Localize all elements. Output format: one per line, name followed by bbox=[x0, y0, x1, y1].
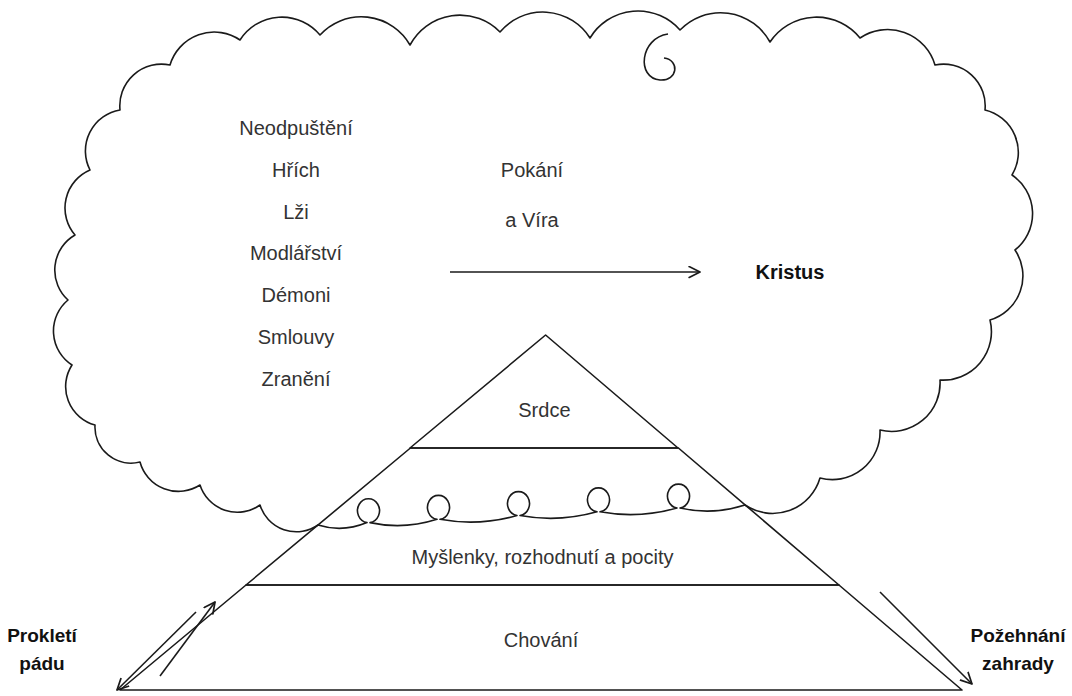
band-outline bbox=[410, 335, 678, 448]
curse-arrow-down bbox=[117, 612, 196, 690]
cloud-item: Modlářství bbox=[250, 241, 342, 265]
cloud-item: Zranění bbox=[262, 367, 331, 391]
side-label: Prokletí pádu bbox=[0, 622, 84, 678]
band-outline bbox=[410, 335, 678, 448]
cloud-item: Démoni bbox=[262, 283, 331, 307]
pyramid-band: Chování bbox=[120, 585, 962, 690]
cloud-item: Neodpuštění bbox=[239, 116, 352, 140]
cloud-item: Lži bbox=[283, 200, 309, 224]
repentance-arrow bbox=[450, 271, 700, 273]
cloud-outline bbox=[0, 0, 1072, 600]
pyramid-band: Myšlenky, rozhodnutí a pocity bbox=[246, 448, 839, 585]
band-label: Myšlenky, rozhodnutí a pocity bbox=[411, 545, 673, 569]
band-label: Srdce bbox=[518, 398, 570, 422]
band-outline bbox=[120, 585, 962, 690]
goal-label: Kristus bbox=[756, 260, 825, 284]
band-outline bbox=[246, 448, 839, 585]
side-label: Požehnání zahrady bbox=[966, 622, 1070, 678]
cloud-region: NeodpuštěníHříchLžiModlářstvíDémoniSmlou… bbox=[0, 0, 1072, 600]
cloud-item: Smlouvy bbox=[258, 325, 335, 349]
cloud-outline bbox=[53, 11, 1032, 532]
band-label: Chování bbox=[504, 628, 579, 652]
blessing-arrow bbox=[880, 592, 972, 684]
cloud-curl bbox=[644, 34, 675, 80]
pyramid-band: Srdce bbox=[410, 335, 678, 448]
cloud-item: Hřích bbox=[272, 158, 320, 182]
arrow-label: Pokání a Víra bbox=[498, 145, 566, 245]
